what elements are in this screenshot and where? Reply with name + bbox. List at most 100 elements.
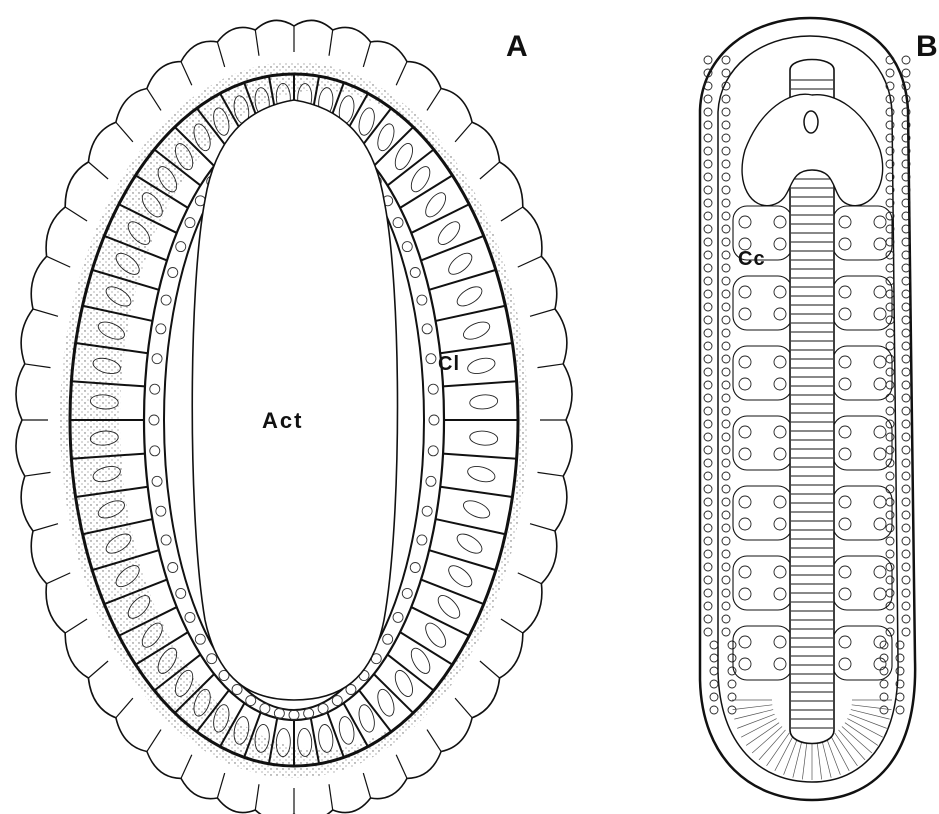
cell-body — [445, 562, 475, 591]
inner-cell — [176, 588, 186, 598]
panel-b: B Cc — [700, 18, 938, 800]
epidermis-cleft — [25, 472, 51, 476]
inner-cell — [393, 612, 403, 622]
panel-a: A Act Cl — [16, 20, 572, 814]
panel-a-letter: A — [506, 30, 528, 63]
cell-body — [317, 724, 334, 753]
panel-a-cell-label: Cl — [438, 353, 460, 375]
cell-body — [356, 703, 377, 734]
cell-body — [466, 464, 497, 485]
inner-cell — [161, 295, 171, 305]
epidermis-cleft — [116, 122, 133, 142]
inner-cell — [429, 415, 439, 425]
border-cell — [902, 69, 910, 77]
cell-boundary — [440, 343, 512, 353]
epidermis-cleft — [65, 207, 87, 221]
epidermis-cleft — [33, 524, 58, 531]
epidermis-cleft — [480, 661, 500, 678]
inner-cell — [150, 446, 160, 456]
cell-body — [445, 249, 475, 278]
epidermis-cleft — [501, 207, 523, 221]
epidermis-cleft — [47, 573, 71, 584]
inner-cell — [152, 476, 162, 486]
epidermis-cleft — [181, 62, 192, 86]
inner-cell — [150, 384, 160, 394]
inner-cell — [168, 563, 178, 573]
inner-cell — [156, 506, 166, 516]
inner-cell — [195, 634, 205, 644]
cell-boundary — [411, 607, 469, 636]
epidermis-cleft — [329, 30, 333, 56]
cell-boundary — [411, 204, 469, 233]
inner-cell — [428, 384, 438, 394]
epidermis-cleft — [455, 698, 472, 718]
cell-boundary — [443, 381, 517, 386]
inner-cell — [260, 704, 270, 714]
epidermis-cleft — [363, 773, 370, 798]
inner-cell — [402, 242, 412, 252]
epidermis-cleft — [116, 698, 133, 718]
epidermis-cleft — [255, 30, 259, 56]
inner-cell — [410, 563, 420, 573]
epidermis-cleft — [537, 472, 563, 476]
panel-b-letter: B — [916, 30, 938, 63]
inner-cell — [246, 696, 256, 706]
epidermis-cleft — [363, 42, 370, 67]
epidermis-cleft — [217, 773, 224, 798]
cell-body — [434, 218, 463, 248]
inner-cell — [161, 535, 171, 545]
cell-boundary — [429, 550, 496, 570]
inner-cell — [410, 268, 420, 278]
inner-cell — [149, 415, 159, 425]
cell-boundary — [440, 487, 512, 497]
epidermis-cleft — [518, 573, 542, 584]
cell-boundary — [388, 655, 434, 691]
inner-cell — [426, 476, 436, 486]
inner-cell — [274, 708, 284, 718]
epidermis-cleft — [33, 309, 58, 316]
cell-body — [461, 319, 492, 343]
inner-cell — [402, 588, 412, 598]
inner-cell — [207, 654, 217, 664]
panel-a-lumen-label: Act — [262, 408, 303, 433]
inner-cell — [185, 612, 195, 622]
epidermis-cleft — [217, 42, 224, 67]
cell-body — [469, 394, 498, 410]
cell-boundary — [436, 306, 506, 321]
epidermis-cleft — [427, 730, 441, 752]
inner-cell — [185, 218, 195, 228]
epidermis-cleft — [255, 784, 259, 810]
epidermis-cleft — [530, 309, 555, 316]
epidermis-cleft — [88, 162, 108, 179]
epidermis-cleft — [480, 162, 500, 179]
epidermis-cleft — [181, 755, 192, 779]
epidermis-cleft — [396, 755, 407, 779]
epidermis-cleft — [329, 784, 333, 810]
inner-cell — [383, 634, 393, 644]
inner-cell — [426, 354, 436, 364]
epidermis-cleft — [147, 730, 161, 752]
cell-body — [454, 283, 485, 310]
inner-cell — [417, 295, 427, 305]
epidermis-cleft — [427, 89, 441, 111]
epidermis-cleft — [65, 619, 87, 633]
inner-cell — [318, 704, 328, 714]
epidermis-cleft — [537, 364, 563, 368]
cell-boundary — [344, 703, 368, 746]
panel-a-lumen — [192, 100, 397, 700]
border-cell — [704, 56, 712, 64]
inner-cell — [289, 710, 299, 720]
inner-cell — [156, 324, 166, 334]
epidermis-cleft — [530, 524, 555, 531]
cell-body — [461, 497, 492, 521]
inner-cell — [304, 708, 314, 718]
cell-body — [466, 356, 497, 377]
epidermis-cleft — [25, 364, 51, 368]
epidermis-cleft — [501, 619, 523, 633]
cell-boundary — [388, 149, 434, 185]
epidermis-cleft — [47, 256, 71, 267]
cell-body — [454, 530, 485, 557]
cell-boundary — [443, 454, 517, 459]
cell-boundary — [436, 519, 506, 534]
